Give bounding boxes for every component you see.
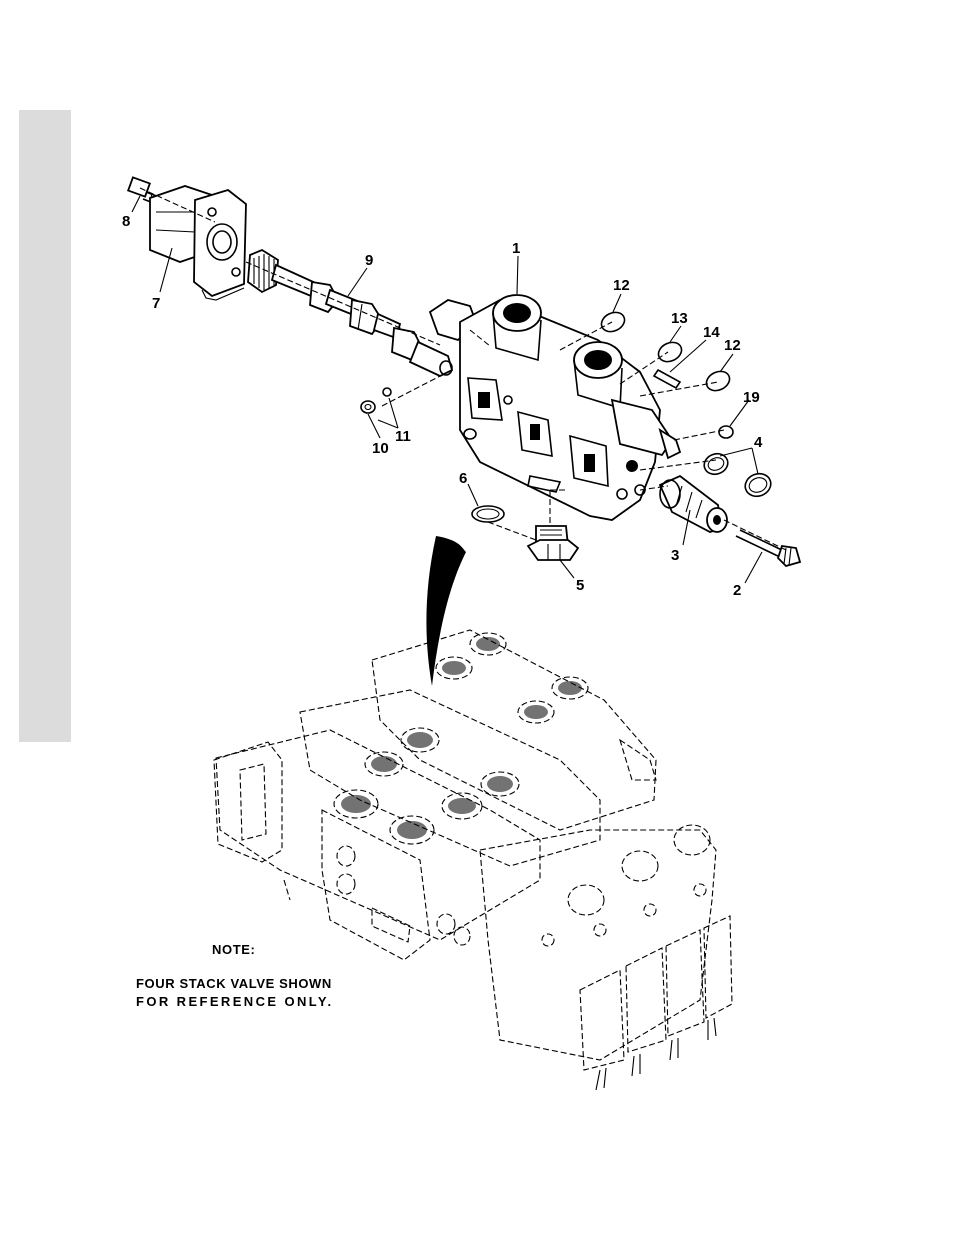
four-stack-valve-reference (214, 630, 732, 1090)
note-title: NOTE: (212, 942, 255, 957)
part-9-spool (248, 250, 452, 376)
parts-10-11-seals (361, 388, 391, 413)
callout-2: 2 (733, 582, 741, 599)
callout-1: 1 (512, 240, 520, 257)
parts-5-6-plug (472, 506, 578, 560)
part-3-boot (660, 476, 727, 532)
note-line-1: FOUR STACK VALVE SHOWN (136, 976, 332, 991)
callout-10: 10 (372, 440, 389, 457)
callout-19: 19 (743, 389, 760, 406)
callout-11: 11 (395, 428, 411, 445)
callout-9: 9 (365, 252, 373, 269)
callout-5: 5 (576, 577, 584, 594)
callout-12-right: 12 (724, 337, 741, 354)
callout-3: 3 (671, 547, 679, 564)
part-4-rings (701, 450, 774, 499)
part-7-end-cap (150, 186, 246, 300)
callout-6: 6 (459, 470, 467, 487)
part-1-valve-body (430, 295, 680, 520)
callout-4: 4 (754, 434, 763, 451)
callout-14: 14 (703, 324, 720, 341)
callout-12-top: 12 (613, 277, 630, 294)
callout-7: 7 (152, 295, 160, 312)
note-line-2: FOR REFERENCE ONLY. (136, 994, 334, 1009)
callout-8: 8 (122, 213, 130, 230)
callout-13: 13 (671, 310, 688, 327)
part-2-screw (736, 530, 800, 566)
